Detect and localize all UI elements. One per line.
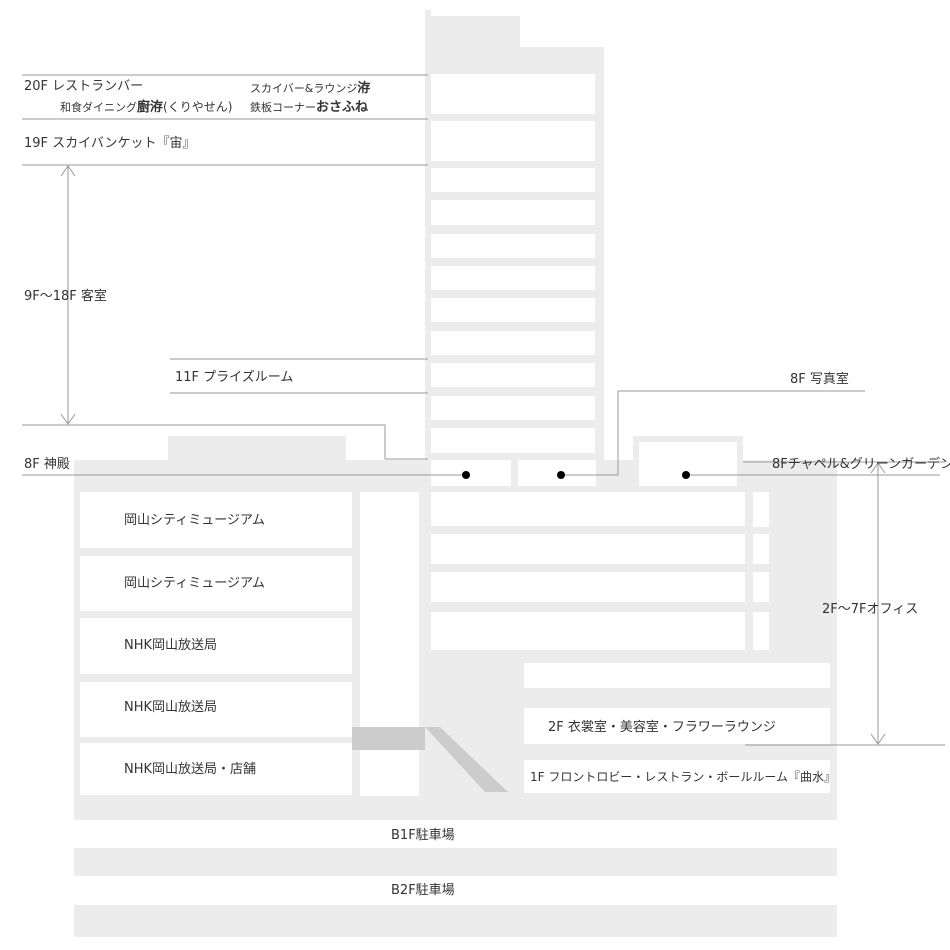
leader-8f-photo bbox=[561, 390, 865, 476]
tower-top-cut bbox=[520, 10, 604, 47]
label-20f-sky-name: 洊 bbox=[357, 81, 371, 96]
office-balcony bbox=[753, 492, 769, 527]
label-20f-teppan-prefix: 鉄板コーナー bbox=[250, 101, 316, 114]
label-8f-photo: 8F 写真室 bbox=[790, 372, 849, 387]
dot-chapel bbox=[682, 471, 690, 479]
connector-low bbox=[360, 750, 419, 796]
office-floor bbox=[431, 572, 745, 602]
tower-floor bbox=[431, 428, 595, 453]
office-floor bbox=[431, 612, 745, 650]
label-left-floor-2: 岡山シティミュージアム bbox=[124, 576, 266, 591]
tower-floor bbox=[431, 331, 595, 355]
office-balcony bbox=[753, 572, 769, 602]
label-9f-18f: 9F〜18F 客室 bbox=[24, 289, 107, 304]
label-20f-wa-prefix: 和食ダイニング bbox=[60, 101, 137, 114]
arrow-up-office bbox=[870, 462, 886, 474]
arrow-up-9f bbox=[60, 165, 76, 177]
label-11f: 11F プライズルーム bbox=[175, 370, 294, 385]
left-floor bbox=[80, 682, 352, 737]
label-1f: 1F フロントロビー・レストラン・ボールルーム『曲水』 bbox=[530, 770, 836, 784]
podium-top-block bbox=[168, 436, 346, 462]
office-balcony bbox=[753, 534, 769, 564]
connector-shaft bbox=[360, 492, 419, 727]
office-floor bbox=[431, 534, 745, 564]
label-20f-wa-name: 廚洊 bbox=[137, 100, 164, 115]
label-b1f: B1F駐車場 bbox=[391, 828, 455, 843]
tower-floor bbox=[431, 266, 595, 290]
label-20f-sky-prefix: スカイバー&ラウンジ bbox=[250, 82, 358, 95]
parking-b1 bbox=[74, 848, 837, 876]
label-20f-main: 20F レストランバー bbox=[24, 79, 144, 94]
label-b2f: B2F駐車場 bbox=[391, 883, 455, 898]
tower-floor bbox=[431, 396, 595, 420]
floor-8-openings bbox=[431, 442, 737, 486]
shinden-room bbox=[431, 460, 511, 486]
leader-lines bbox=[22, 74, 945, 746]
tower-floor bbox=[431, 200, 595, 225]
label-20f-teppan: 鉄板コーナーおさふね bbox=[250, 101, 368, 114]
floor-2-box bbox=[524, 708, 830, 744]
label-19f: 19F スカイバンケット『宙』 bbox=[24, 136, 196, 151]
dot-photo bbox=[557, 471, 565, 479]
label-8f-shinden: 8F 神殿 bbox=[24, 457, 70, 472]
label-20f-sky-bar: スカイバー&ラウンジ洊 bbox=[250, 82, 370, 95]
leader-9f-bracket bbox=[22, 424, 428, 460]
tower-roof-notch bbox=[431, 10, 520, 16]
label-left-floor-3: NHK岡山放送局 bbox=[124, 638, 218, 653]
tower-floor bbox=[431, 74, 595, 114]
label-left-floor-4: NHK岡山放送局 bbox=[124, 700, 218, 715]
left-building-openings bbox=[80, 492, 419, 796]
label-2f-7f: 2F〜7Fオフィス bbox=[822, 602, 919, 617]
label-20f-washoku: 和食ダイニング廚洊(くりやせん) bbox=[60, 101, 232, 114]
parking-b2 bbox=[74, 905, 837, 937]
floor-1-box bbox=[524, 760, 830, 793]
label-left-floor-5: NHK岡山放送局・店舗 bbox=[124, 762, 257, 777]
tower-floor bbox=[431, 363, 595, 387]
upper-lobby bbox=[524, 663, 830, 688]
label-2f: 2F 衣裳室・美容室・フラワーラウンジ bbox=[548, 720, 776, 735]
label-8f-chapel: 8Fチャペル&グリーンガーデン bbox=[772, 457, 950, 472]
label-20f-teppan-name: おさふね bbox=[316, 100, 369, 115]
dot-shinden bbox=[462, 471, 470, 479]
tower-floor bbox=[431, 298, 595, 322]
office-balcony bbox=[753, 612, 769, 650]
label-20f-wa-reading: (くりやせん) bbox=[163, 100, 233, 114]
left-floor bbox=[80, 618, 352, 674]
ramp-slope bbox=[425, 727, 508, 792]
tower-floor bbox=[431, 168, 595, 192]
ramp-deck bbox=[352, 727, 425, 750]
arrow-down-9f bbox=[60, 413, 76, 425]
left-floor bbox=[80, 492, 352, 548]
left-floor bbox=[80, 556, 352, 611]
label-left-floor-1: 岡山シティミュージアム bbox=[124, 513, 266, 528]
office-floor bbox=[431, 492, 745, 526]
arrow-down-office bbox=[870, 733, 886, 745]
photo-room bbox=[518, 460, 596, 486]
tower-floor-openings bbox=[431, 74, 595, 453]
tower-floor bbox=[431, 121, 595, 161]
tower-floor bbox=[431, 234, 595, 258]
office-floor-openings bbox=[431, 492, 830, 688]
left-floor bbox=[80, 743, 352, 795]
chapel-room bbox=[639, 442, 737, 486]
